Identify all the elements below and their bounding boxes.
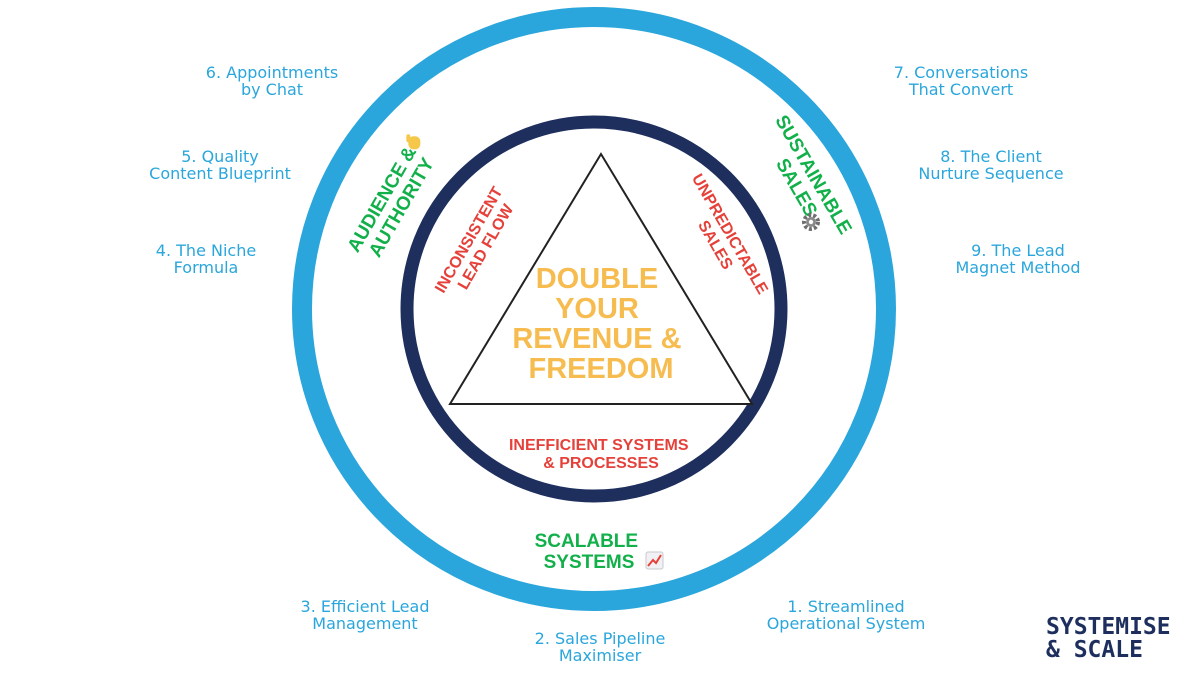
step-6: 6. Appointments by Chat bbox=[186, 64, 358, 98]
chart-up-icon bbox=[645, 551, 664, 570]
step-2-line-1: 2. Sales Pipeline bbox=[534, 629, 666, 648]
step-4: 4. The Niche Formula bbox=[136, 242, 276, 276]
logo-line-2: & SCALE bbox=[1046, 637, 1143, 663]
step-4-line-2: Formula bbox=[173, 258, 239, 277]
step-8-line-2: Nurture Sequence bbox=[918, 164, 1064, 183]
step-2: 2. Sales Pipeline Maximiser bbox=[514, 630, 686, 664]
logo-line-1: SYSTEMISE bbox=[1046, 614, 1171, 640]
step-5-line-1: 5. Quality bbox=[181, 147, 259, 166]
step-9: 9. The Lead Magnet Method bbox=[932, 242, 1104, 276]
center-line-4: FREEDOM bbox=[529, 353, 674, 385]
center-line-2: YOUR bbox=[555, 293, 639, 325]
center-triangle bbox=[448, 152, 754, 405]
pillar-bottom-line-2: SYSTEMS bbox=[544, 552, 635, 573]
inner-ring bbox=[400, 115, 788, 503]
svg-text:UNPREDICTABLE SALES: UNPREDICTABLE SALES bbox=[673, 171, 773, 310]
problem-right: UNPREDICTABLE SALES bbox=[673, 171, 773, 310]
step-3-line-2: Management bbox=[312, 614, 418, 633]
raised-hand-icon bbox=[406, 134, 421, 150]
step-2-line-2: Maximiser bbox=[558, 646, 642, 665]
pillar-bottom: SCALABLE SYSTEMS bbox=[535, 531, 644, 573]
pillar-bottom-line-1: SCALABLE bbox=[535, 531, 638, 552]
step-3: 3. Efficient Lead Management bbox=[282, 598, 448, 632]
outer-ring bbox=[292, 7, 896, 611]
step-6-line-2: by Chat bbox=[240, 80, 304, 99]
step-4-line-1: 4. The Niche bbox=[155, 241, 257, 260]
step-7: 7. Conversations That Convert bbox=[872, 64, 1050, 98]
step-5: 5. Quality Content Blueprint bbox=[128, 148, 312, 182]
step-1-line-2: Operational System bbox=[766, 614, 926, 633]
brand-logo: SYSTEMISE & SCALE bbox=[1046, 616, 1171, 662]
svg-text:AUDIENCE & AUTHORITY: AUDIENCE & AUTHORITY bbox=[344, 139, 442, 267]
problem-bottom-line-1: INEFFICIENT SYSTEMS bbox=[509, 437, 689, 454]
step-3-line-1: 3. Efficient Lead bbox=[300, 597, 430, 616]
problem-bottom: INEFFICIENT SYSTEMS & PROCESSES bbox=[509, 437, 693, 472]
problem-bottom-line-2: & PROCESSES bbox=[543, 455, 659, 472]
step-8-line-1: 8. The Client bbox=[940, 147, 1042, 166]
gear-icon bbox=[802, 213, 820, 231]
step-5-line-2: Content Blueprint bbox=[149, 164, 291, 183]
step-7-line-2: That Convert bbox=[908, 80, 1014, 99]
center-headline: DOUBLE YOUR REVENUE & FREEDOM bbox=[512, 263, 689, 385]
step-1-line-1: 1. Streamlined bbox=[787, 597, 905, 616]
center-line-1: DOUBLE bbox=[536, 263, 658, 295]
step-9-line-2: Magnet Method bbox=[955, 258, 1081, 277]
step-8: 8. The Client Nurture Sequence bbox=[896, 148, 1086, 182]
step-7-line-1: 7. Conversations bbox=[893, 63, 1029, 82]
step-6-line-1: 6. Appointments bbox=[205, 63, 339, 82]
step-1: 1. Streamlined Operational System bbox=[754, 598, 938, 632]
step-9-line-1: 9. The Lead bbox=[971, 241, 1065, 260]
center-line-3: REVENUE & bbox=[512, 323, 681, 355]
